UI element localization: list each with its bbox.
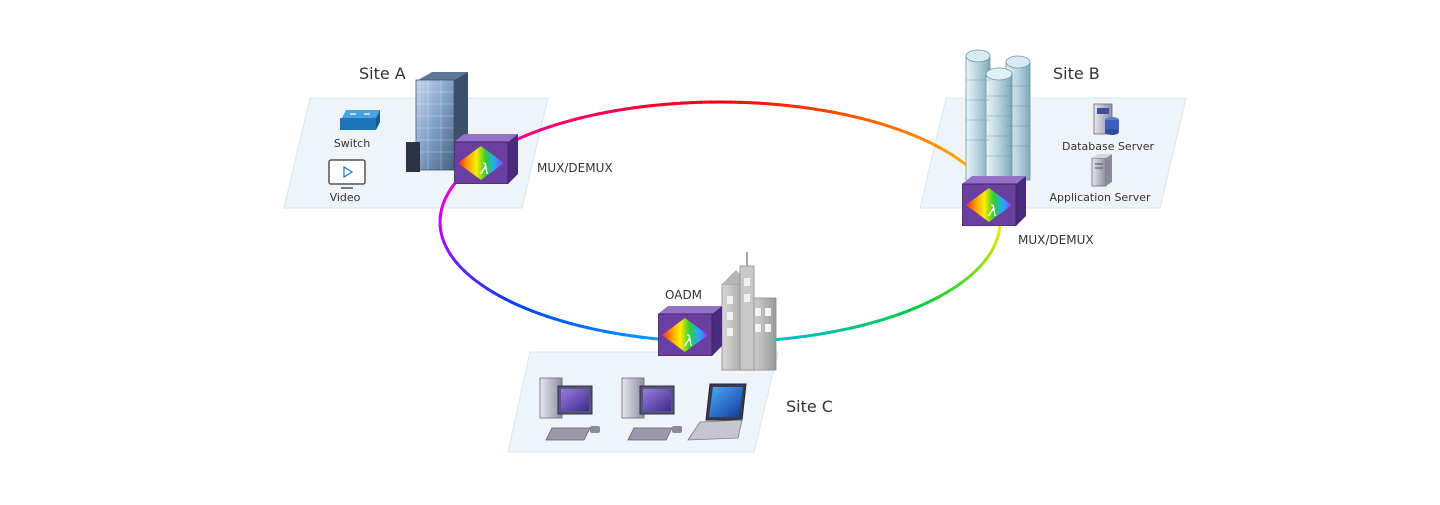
site-a-mux-label: MUX/DEMUX <box>537 161 613 175</box>
video-label: Video <box>330 191 361 204</box>
database-server-label: Database Server <box>1062 140 1155 153</box>
site-c-oadm-label: OADM <box>665 288 702 302</box>
site-c-label: Site C <box>786 397 833 416</box>
skyscraper-cluster-icon <box>966 50 1030 180</box>
site-a-lambda: λ <box>480 160 490 178</box>
application-server-label: Application Server <box>1049 191 1151 204</box>
site-b-label: Site B <box>1053 64 1100 83</box>
network-switch-icon <box>340 110 380 130</box>
switch-label: Switch <box>334 137 370 150</box>
site-b-lambda: λ <box>988 202 998 220</box>
video-monitor-icon <box>329 160 365 188</box>
city-buildings-icon <box>722 252 776 370</box>
site-a-label: Site A <box>359 64 406 83</box>
site-b-mux-label: MUX/DEMUX <box>1018 233 1094 247</box>
application-server-icon <box>1092 154 1112 186</box>
site-c-lambda: λ <box>684 332 694 350</box>
